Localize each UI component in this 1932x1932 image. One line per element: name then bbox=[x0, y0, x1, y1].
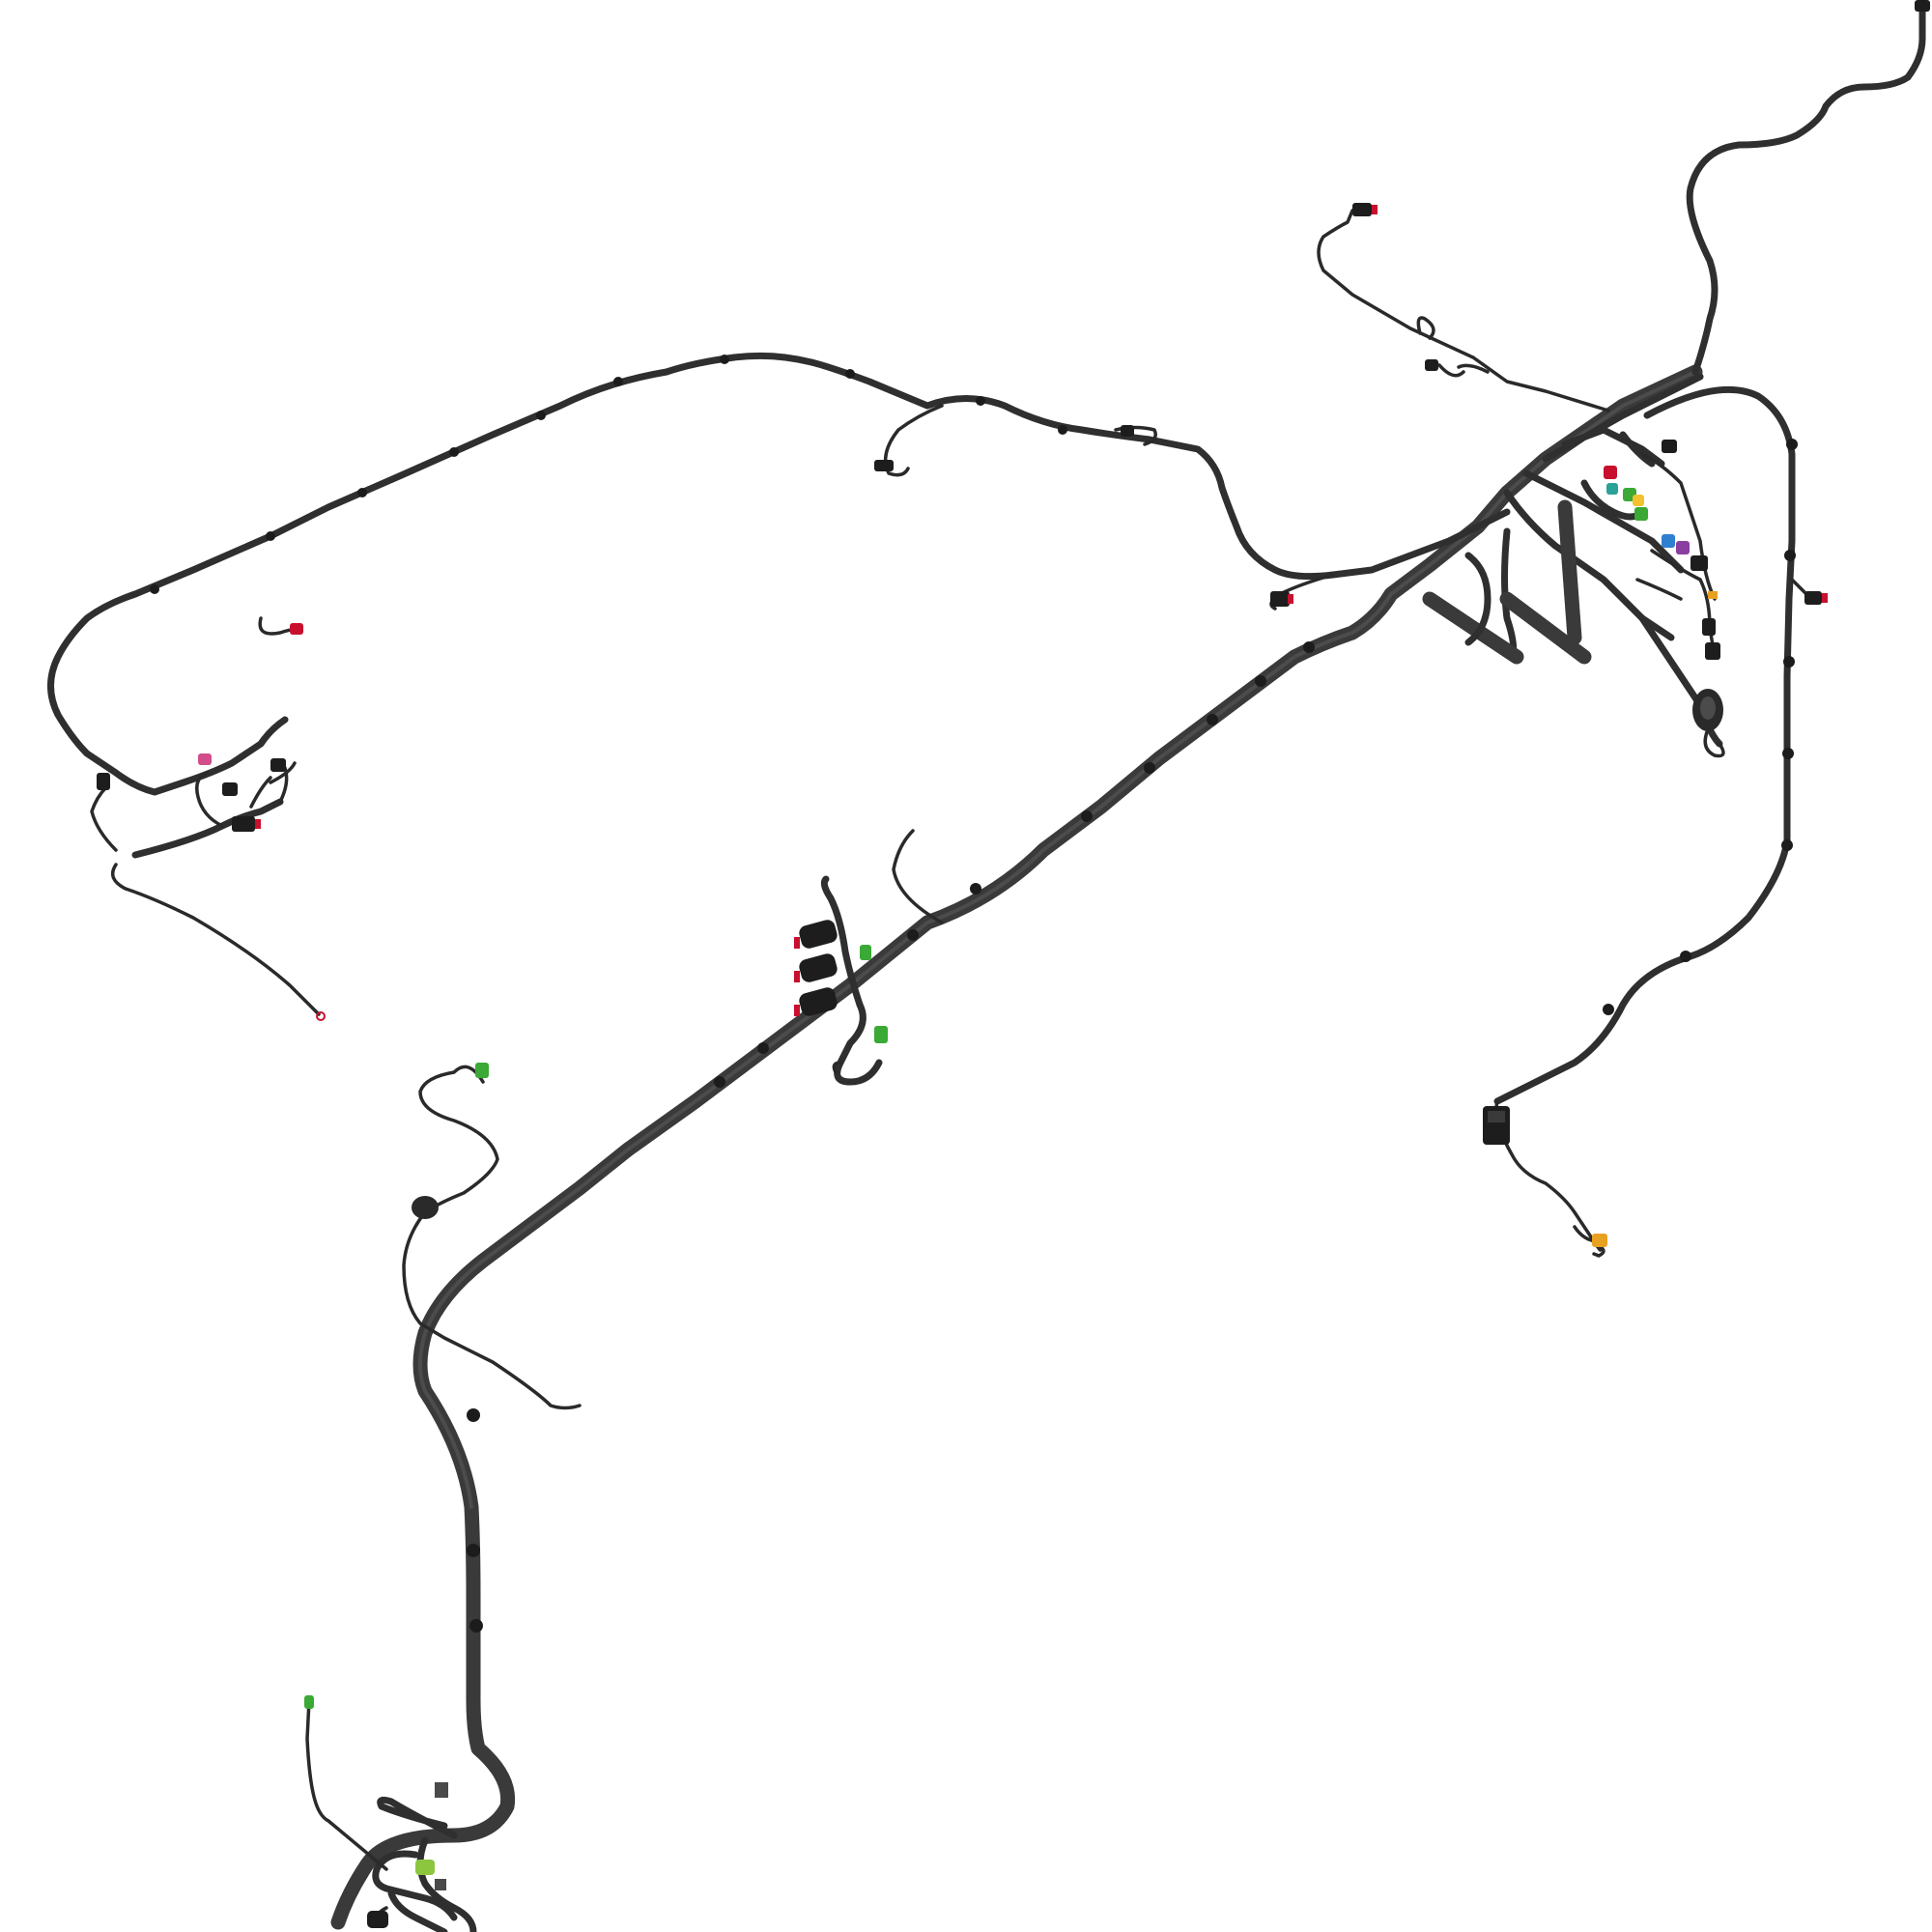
main-junction-cluster bbox=[1422, 373, 1725, 758]
left-loop-green-connector bbox=[475, 1063, 489, 1078]
top-branch-red-cap bbox=[1372, 205, 1378, 214]
mid-large-red-cap-1 bbox=[794, 937, 800, 949]
cable-clip bbox=[1783, 656, 1795, 668]
top-branch-small-connector bbox=[1425, 359, 1438, 371]
main-junction-red-connector bbox=[1604, 466, 1617, 479]
right-branch-red-connector bbox=[1804, 591, 1822, 605]
bottom-green-connector bbox=[304, 1695, 314, 1709]
main-junction-orange-tag bbox=[1708, 591, 1718, 599]
left-cluster-black-connector bbox=[97, 773, 110, 790]
cable-clip bbox=[1786, 439, 1798, 450]
cable-clip bbox=[1680, 951, 1691, 962]
left-cluster-red-cap bbox=[255, 819, 261, 829]
main-junction-teal-connector bbox=[1606, 483, 1618, 495]
cable-clip bbox=[714, 1076, 725, 1088]
cable-clip bbox=[1207, 714, 1218, 725]
left-cluster-red-connector bbox=[232, 816, 255, 832]
cable-clip bbox=[449, 447, 459, 457]
right-branch-red-cap bbox=[1822, 593, 1828, 603]
left-wire-end bbox=[316, 1011, 326, 1021]
cable-clip bbox=[266, 531, 275, 541]
main-junction-dark2-connector bbox=[1702, 618, 1716, 636]
mid-large-black-connector-2 bbox=[799, 953, 838, 982]
cable-clip bbox=[1081, 810, 1093, 822]
cable-clip bbox=[536, 411, 546, 420]
bottom-gray-block bbox=[435, 1782, 448, 1798]
cable-clip bbox=[976, 396, 985, 406]
left-cluster-black-connector-3 bbox=[222, 782, 238, 796]
mid-branch-red-connector bbox=[290, 623, 303, 635]
top-branch-red-connector bbox=[1352, 203, 1372, 216]
main-junction-dark-connector bbox=[1690, 555, 1708, 571]
cable-clip bbox=[469, 1619, 483, 1633]
mid-large-red-cap-3 bbox=[794, 1005, 800, 1016]
main-junction-green2-connector bbox=[1634, 507, 1648, 521]
grommet-inner bbox=[1700, 696, 1716, 720]
top-right-cable bbox=[1686, 0, 1930, 376]
upper-long-branch bbox=[47, 352, 1511, 796]
round-grommet bbox=[412, 1196, 439, 1219]
cable-clip bbox=[150, 584, 159, 594]
mid-connector-branch bbox=[794, 829, 944, 1086]
cable-clip bbox=[1782, 748, 1794, 759]
mid-right-red-connector bbox=[1270, 591, 1290, 607]
cable-clip bbox=[357, 488, 367, 497]
top-center-branch bbox=[1317, 203, 1610, 412]
upper-small-connector-2 bbox=[1121, 425, 1134, 437]
top-end-connector bbox=[1915, 0, 1930, 12]
bottom-gray-block-2 bbox=[435, 1879, 446, 1890]
cable-clip bbox=[1255, 675, 1266, 687]
mid-right-red-cap bbox=[1288, 594, 1293, 604]
left-cluster bbox=[90, 753, 326, 1021]
cable-clip bbox=[613, 377, 623, 386]
cable-clip bbox=[970, 883, 981, 895]
main-junction-yellow-connector bbox=[1633, 495, 1644, 506]
main-junction-dark3-connector bbox=[1705, 642, 1720, 660]
mid-large-black-connector-1 bbox=[799, 920, 838, 949]
cable-clip bbox=[907, 929, 919, 941]
cable-clip bbox=[720, 355, 729, 364]
cable-clip bbox=[1144, 762, 1155, 774]
left-cluster-pink-connector bbox=[198, 753, 212, 765]
mid-lower-green-connector bbox=[874, 1026, 888, 1043]
cable-clip bbox=[467, 1408, 480, 1422]
main-junction-purple-connector bbox=[1676, 541, 1690, 554]
main-junction-blue-connector bbox=[1662, 534, 1675, 548]
cable-clip bbox=[467, 1544, 480, 1557]
lower-right-orange-connector bbox=[1592, 1234, 1607, 1247]
bottom-black-connector bbox=[367, 1911, 388, 1928]
mid-left-loop bbox=[402, 1063, 582, 1410]
mid-large-black-connector-3 bbox=[799, 987, 838, 1016]
cable-clip bbox=[757, 1042, 769, 1054]
trunk-clips bbox=[714, 641, 1315, 1088]
left-cluster-black-connector-2 bbox=[270, 758, 286, 772]
cable-clip bbox=[845, 369, 855, 379]
main-junction-black-connector bbox=[1662, 440, 1677, 453]
upper-small-connector bbox=[874, 460, 894, 471]
cable-clip bbox=[1784, 550, 1796, 561]
junction-box-detail bbox=[1488, 1111, 1505, 1122]
main-trunk bbox=[330, 364, 1703, 1930]
mid-large-green-connector bbox=[860, 945, 871, 960]
mid-large-red-cap-2 bbox=[794, 971, 800, 982]
bottom-cluster bbox=[304, 1408, 483, 1932]
bottom-lime-connector bbox=[415, 1860, 435, 1875]
cable-clip bbox=[1058, 425, 1067, 435]
right-descending-cable bbox=[1483, 385, 1828, 1258]
cable-clip bbox=[1303, 641, 1315, 653]
cable-clip bbox=[1603, 1004, 1614, 1015]
cable-clip bbox=[1781, 839, 1793, 851]
